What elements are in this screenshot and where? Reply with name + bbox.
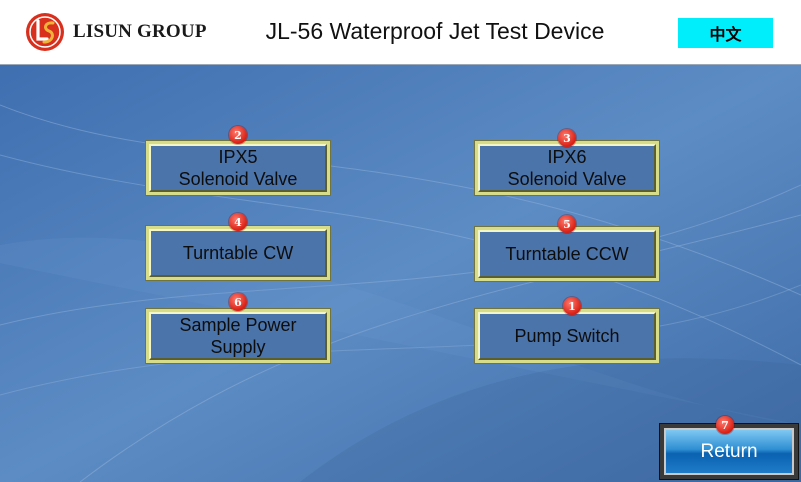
- control-label: Turntable CW: [149, 229, 327, 277]
- step-badge: 3: [558, 129, 576, 147]
- step-badge: 2: [229, 126, 247, 144]
- step-badge: 5: [558, 215, 576, 233]
- brand-name: LISUN GROUP: [73, 21, 207, 42]
- control-label: Sample Power Supply: [149, 312, 327, 360]
- lisun-logo-icon: [26, 13, 64, 51]
- turntable-ccw-button[interactable]: Turntable CCW: [474, 226, 660, 282]
- header-bar: LISUN GROUP JL-56 Waterproof Jet Test De…: [0, 0, 801, 65]
- language-toggle-button[interactable]: 中文: [678, 18, 773, 48]
- control-label: IPX5 Solenoid Valve: [149, 144, 327, 192]
- sample-power-supply-button[interactable]: Sample Power Supply: [145, 308, 331, 364]
- step-badge: 4: [229, 213, 247, 231]
- page-title: JL-56 Waterproof Jet Test Device: [265, 18, 605, 44]
- step-badge: 6: [229, 293, 247, 311]
- ipx6-solenoid-valve-button[interactable]: IPX6 Solenoid Valve: [474, 140, 660, 196]
- step-badge: 1: [563, 297, 581, 315]
- pump-switch-button[interactable]: Pump Switch: [474, 308, 660, 364]
- step-badge: 7: [716, 416, 734, 434]
- ipx5-solenoid-valve-button[interactable]: IPX5 Solenoid Valve: [145, 140, 331, 196]
- return-label: Return: [664, 428, 794, 475]
- control-label: Pump Switch: [478, 312, 656, 360]
- control-label: IPX6 Solenoid Valve: [478, 144, 656, 192]
- control-label: Turntable CCW: [478, 230, 656, 278]
- background-pattern: [0, 65, 801, 482]
- turntable-cw-button[interactable]: Turntable CW: [145, 225, 331, 281]
